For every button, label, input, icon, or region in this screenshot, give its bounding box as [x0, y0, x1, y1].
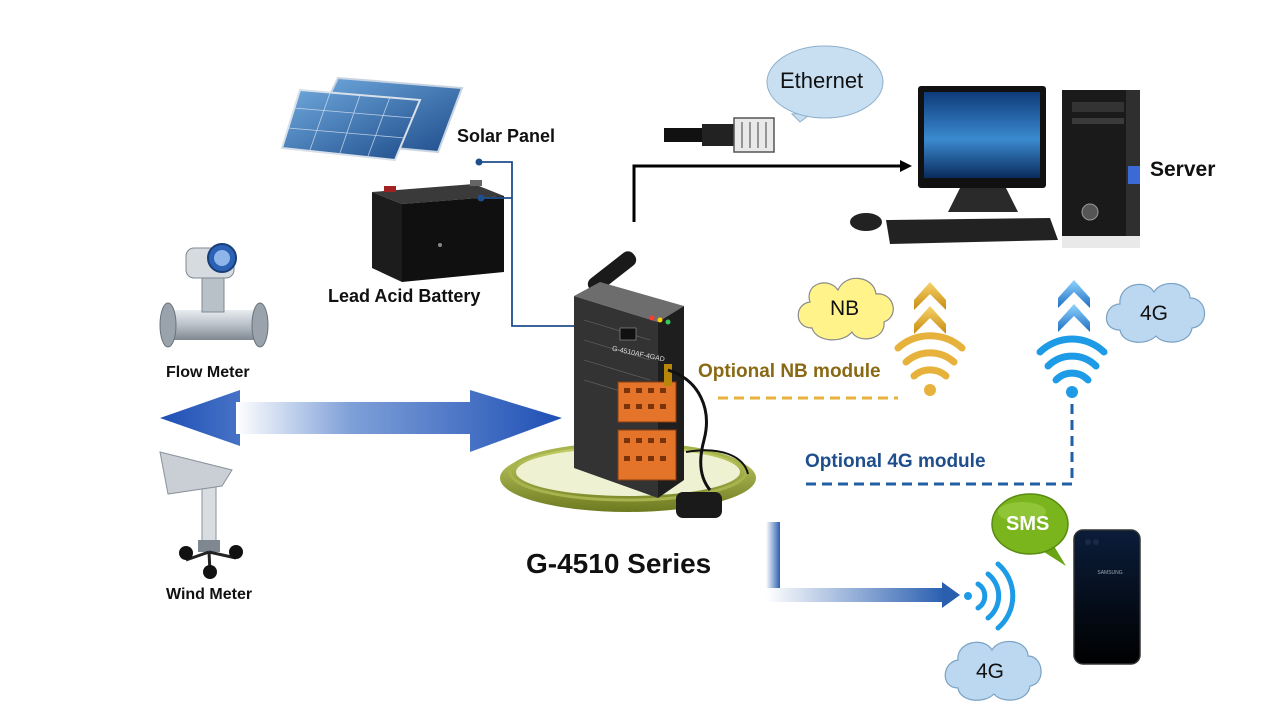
g4-cloud-top-text: 4G — [1140, 302, 1169, 325]
smartphone-icon: SAMSUNG — [1073, 529, 1141, 665]
nb-cloud-text: NB — [830, 297, 860, 320]
battery-label: Lead Acid Battery — [328, 286, 481, 306]
ethernet-bubble — [766, 45, 884, 123]
g4-cloud-top — [1105, 282, 1206, 343]
nb-wifi-icon — [894, 332, 966, 396]
wind-meter-icon — [159, 451, 243, 579]
g4-cloud-bottom — [944, 640, 1042, 701]
solar-panel-icon — [280, 76, 464, 162]
gps-cable — [667, 368, 712, 491]
sms-link-arrow — [766, 522, 960, 608]
ethernet-line — [632, 164, 900, 222]
phone-brand-text: SAMSUNG — [1097, 570, 1122, 576]
sms-bubble-icon — [991, 493, 1069, 566]
ethernet-plug-icon — [664, 117, 775, 153]
bidirectional-arrow — [160, 390, 562, 452]
optional-nb-label: Optional NB module — [698, 361, 881, 382]
wind-meter-label: Wind Meter — [166, 586, 253, 603]
solar-panel-label: Solar Panel — [457, 126, 556, 146]
gps-antenna-icon — [676, 492, 722, 518]
g4-wifi-icon — [1036, 335, 1108, 398]
terminal-blocks — [617, 381, 677, 481]
sms-bubble-text: SMS — [1006, 513, 1050, 535]
g4-uplink-chevrons — [1058, 280, 1090, 332]
nb-uplink-chevrons — [914, 282, 946, 334]
g4-dashed-link — [806, 400, 1074, 486]
nb-cloud — [797, 277, 894, 341]
ethernet-bubble-text: Ethernet — [780, 68, 864, 93]
flow-meter-label: Flow Meter — [166, 364, 250, 381]
desktop-server-icon — [850, 86, 1140, 248]
optional-4g-label: Optional 4G module — [805, 451, 986, 472]
server-label: Server — [1150, 158, 1216, 181]
g4510-device: G-4510AF-4GAD — [574, 251, 749, 518]
power-wire — [479, 161, 602, 327]
g4-cloud-bottom-text: 4G — [976, 660, 1005, 683]
flow-meter-icon — [159, 243, 269, 348]
battery-icon — [372, 180, 504, 282]
device-series-title: G-4510 Series — [526, 548, 712, 579]
sms-signal-icon — [964, 561, 1016, 631]
